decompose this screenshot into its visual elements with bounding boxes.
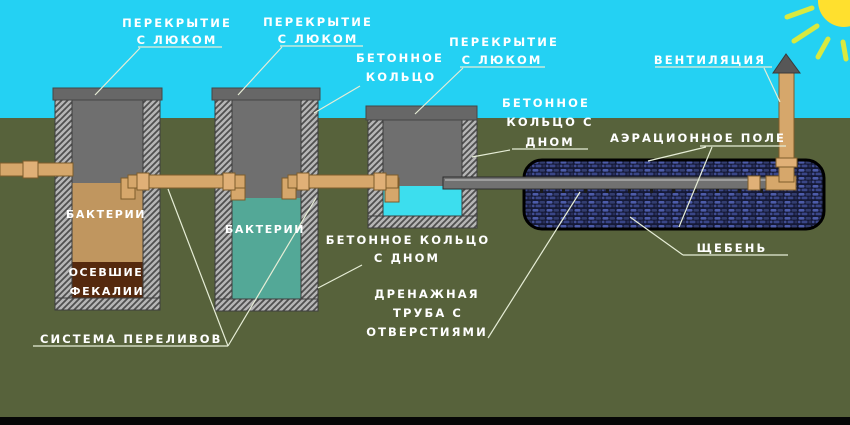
tank1-bottom (54, 297, 161, 311)
label-bacteria-tank1: БАКТЕРИИ (66, 208, 146, 221)
sun-ray (791, 23, 820, 44)
label-ventilation: ВЕНТИЛЯЦИЯ (654, 53, 766, 67)
vent-elbow-collar (747, 175, 761, 191)
label-cover2-line1: ПЕРЕКРЫТИЕ (263, 15, 373, 29)
overflow1-pipe (127, 174, 246, 189)
text-labels: ПЕРЕКРЫТИЕ С ЛЮКОМ ПЕРЕКРЫТИЕ С ЛЮКОМ БЕ… (40, 15, 786, 346)
label-gravel: ЩЕБЕНЬ (697, 241, 768, 255)
sun-icon (784, 0, 850, 62)
leader-drain-pipe (487, 191, 581, 339)
label-aeration-field: АЭРАЦИОННОЕ ПОЛЕ (610, 131, 786, 145)
leader-concrete-ring (313, 85, 361, 114)
tank2-liquid (232, 198, 301, 300)
label-drain-pipe-line2: ТРУБА С (393, 306, 463, 320)
label-cover3-line2: С ЛЮКОМ (462, 53, 543, 67)
leader-ring-bottom-right (471, 148, 588, 158)
inlet-pipe-collar (22, 160, 39, 179)
label-concrete-ring-line1: БЕТОННОЕ (356, 51, 444, 65)
sun-disk (818, 0, 850, 27)
tank2-left-wall (214, 99, 233, 312)
pipes (0, 53, 801, 203)
overflow2-collar-right (373, 172, 387, 191)
leader-gravel (629, 216, 788, 256)
leader-overflow-system (33, 188, 317, 347)
leader-cover2 (237, 45, 363, 96)
vent-pipe-collar (775, 157, 798, 168)
label-ring-bottom-right-line3: ДНОМ (525, 135, 575, 149)
tank3-bottom (367, 215, 478, 229)
label-cover1-line2: С ЛЮКОМ (137, 33, 218, 47)
leader-cover3 (414, 66, 545, 115)
leader-ring-bottom-mid (317, 264, 363, 289)
tank2-right-wall (300, 99, 319, 312)
leader-cover1 (94, 46, 222, 96)
bottom-bar (0, 417, 850, 425)
drain-pipe-body (442, 176, 784, 190)
leader-aeration-field (647, 145, 786, 228)
label-drain-pipe-line1: ДРЕНАЖНАЯ (374, 287, 479, 301)
tank1-right-wall (142, 99, 161, 311)
label-cover2-line2: С ЛЮКОМ (278, 32, 359, 46)
tank3-cover-slab (365, 105, 478, 121)
tank2-cover-slab (211, 87, 321, 101)
sun-ray (840, 39, 849, 62)
label-ring-bottom-mid-line2: С ДНОМ (374, 251, 440, 265)
label-overflow-system: СИСТЕМА ПЕРЕЛИВОВ (40, 332, 223, 346)
overflow2-pipe (287, 174, 399, 189)
vent-cap-icon (772, 53, 801, 74)
sun-ray (815, 36, 831, 60)
leader-lines (33, 45, 788, 347)
label-cover1-line1: ПЕРЕКРЫТИЕ (122, 16, 232, 30)
label-ring-bottom-right-line1: БЕТОННОЕ (502, 96, 590, 110)
tank3 (365, 105, 478, 229)
tank1-cover-slab (52, 87, 163, 101)
label-settled-feces-line1: ОСЕВШИЕ (69, 266, 144, 279)
tank2-bottom (214, 298, 319, 312)
overflow1-collar-left (136, 172, 150, 191)
label-concrete-ring-line2: КОЛЬЦО (366, 70, 437, 84)
sun-ray (784, 5, 815, 20)
label-bacteria-tank2: БАКТЕРИИ (225, 223, 305, 236)
tank2 (211, 87, 321, 312)
tank1-sediment (72, 262, 143, 298)
label-ring-bottom-mid-line1: БЕТОННОЕ КОЛЬЦО (326, 233, 491, 247)
label-cover3-line1: ПЕРЕКРЫТИЕ (449, 35, 559, 49)
drain-pipe-holes (540, 189, 763, 193)
label-ring-bottom-right-line2: КОЛЬЦО С (506, 115, 593, 129)
label-drain-pipe-line3: ОТВЕРСТИЯМИ (366, 325, 488, 339)
overflow1-collar-right (222, 172, 236, 191)
overflow2-collar-left (296, 172, 310, 191)
tank3-right-wall (461, 119, 478, 229)
leader-ventilation (655, 66, 781, 103)
label-settled-feces-line2: ФЕКАЛИИ (70, 285, 145, 298)
